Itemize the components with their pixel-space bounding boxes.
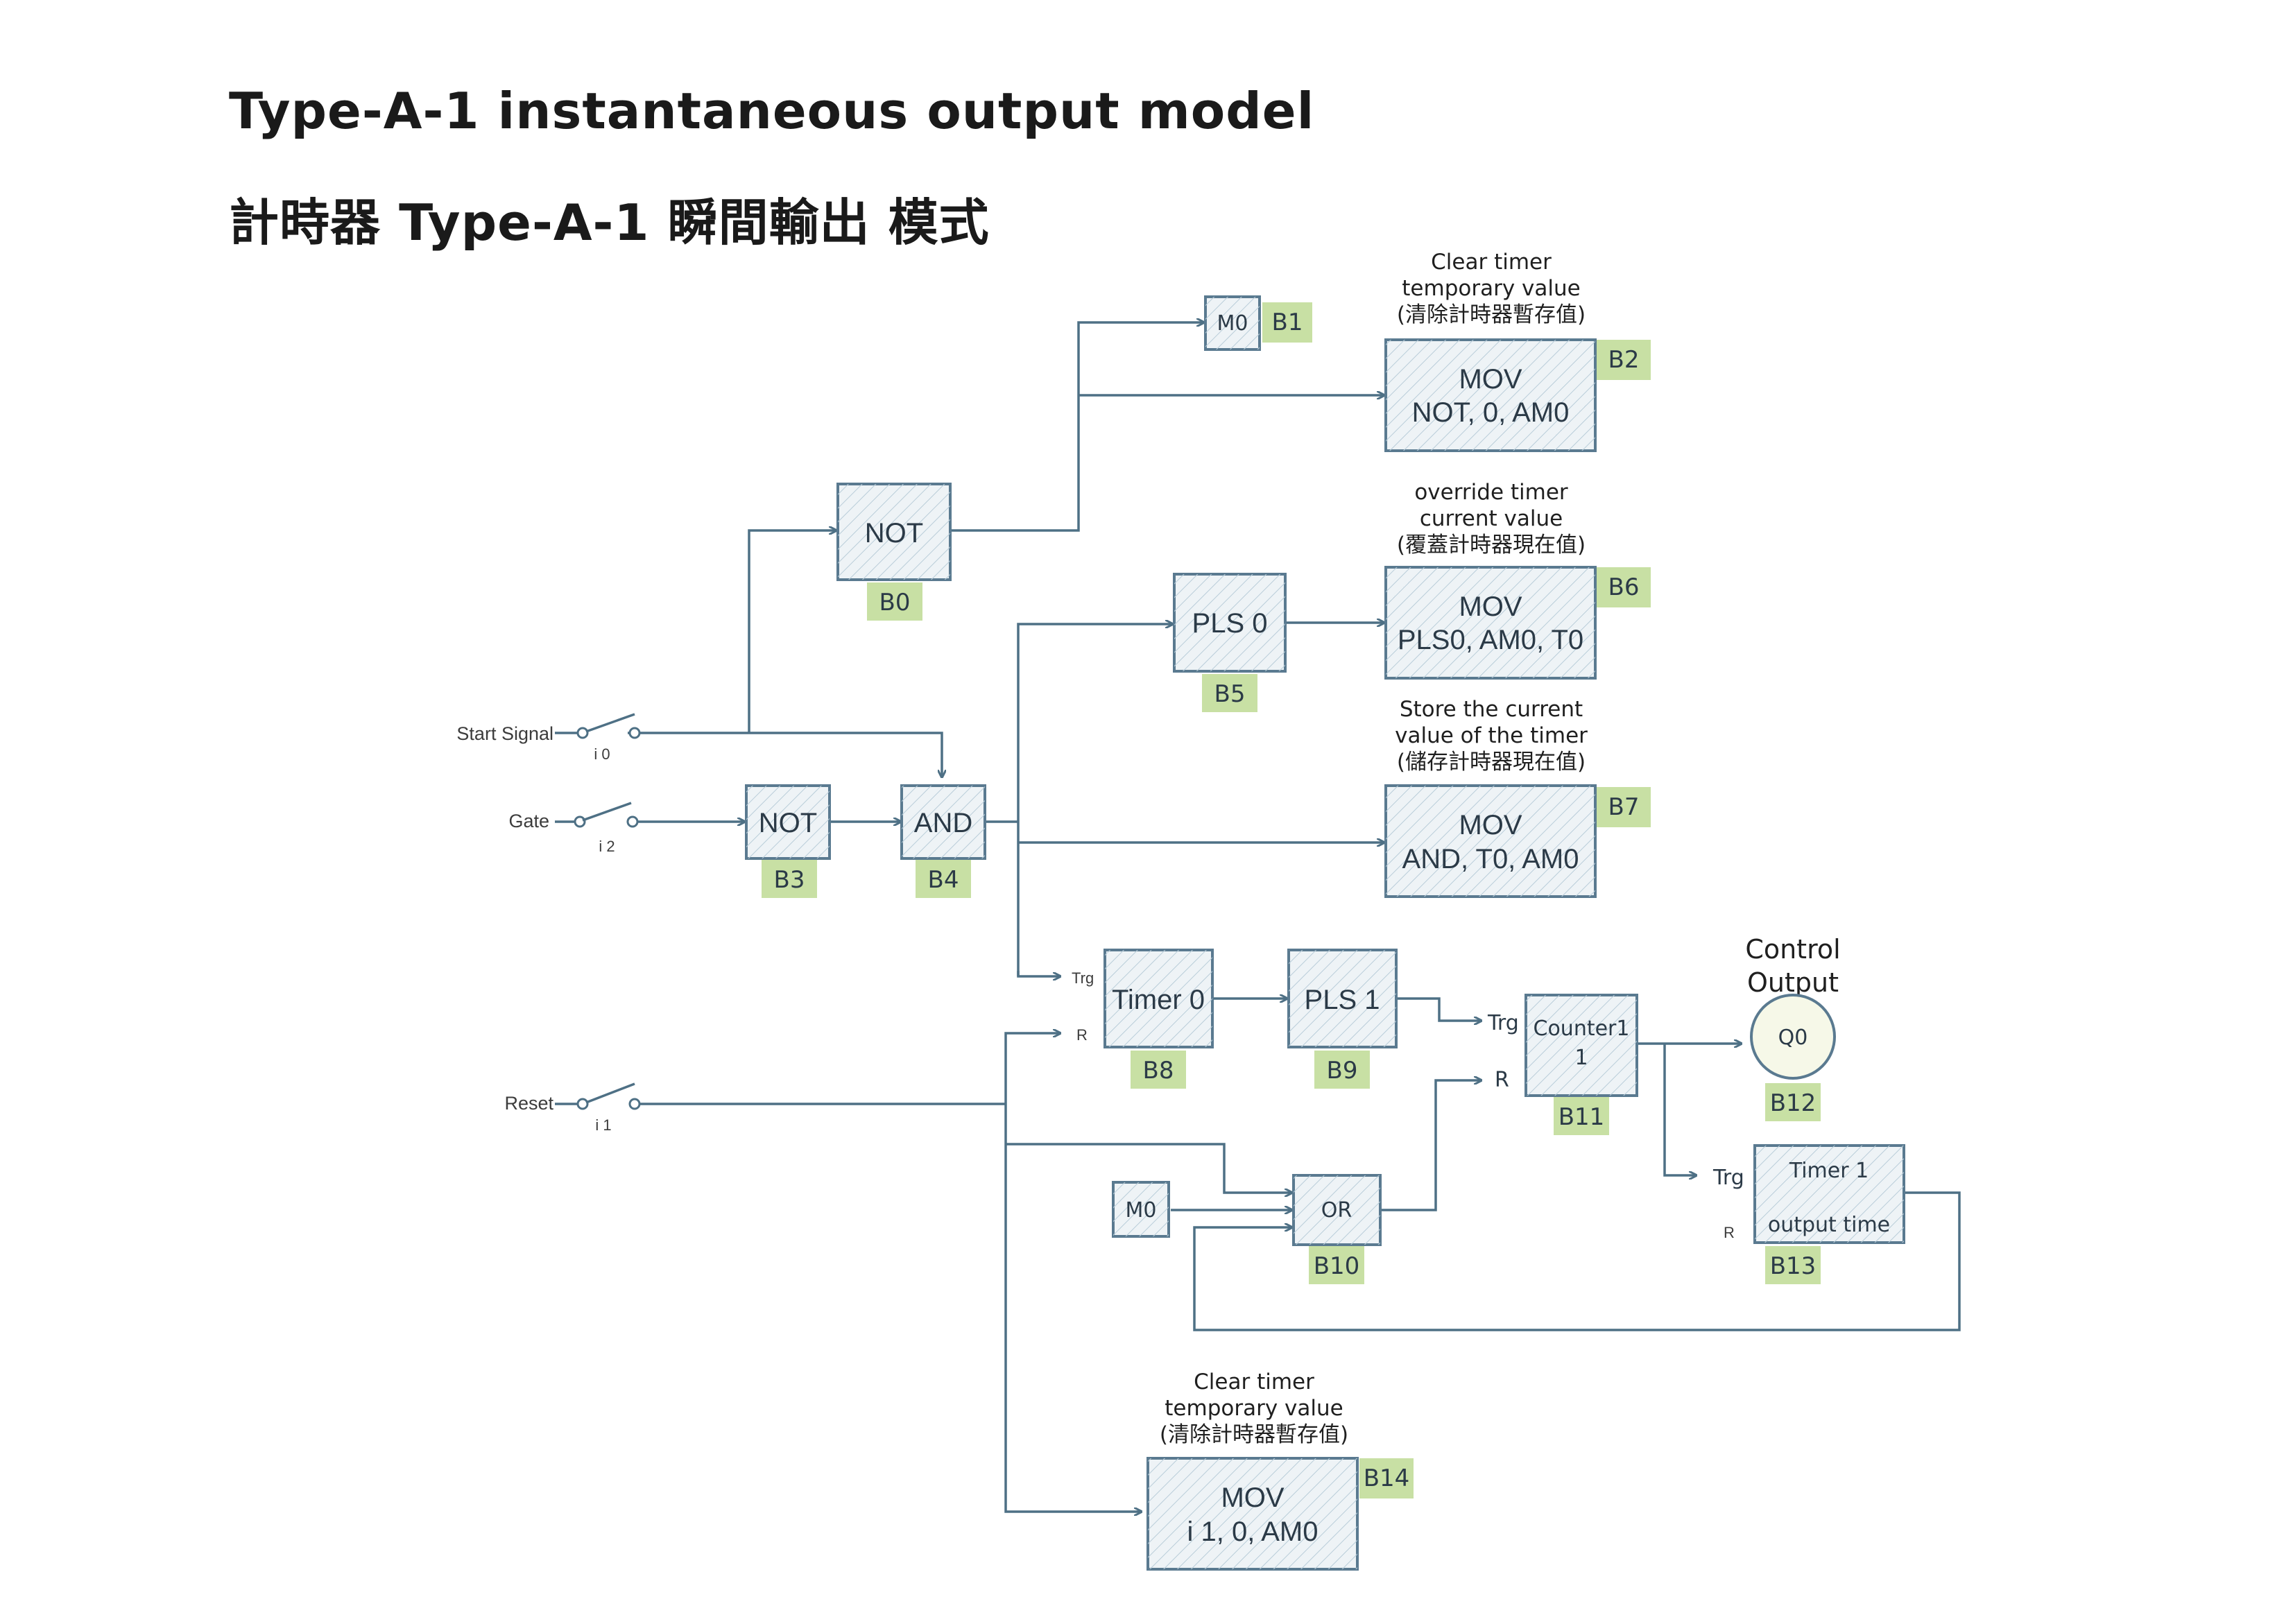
tag-b4: B4 <box>928 866 959 894</box>
block-b1-m0: M0 B1 <box>1204 295 1312 351</box>
wire-reset-down <box>1004 1104 1141 1512</box>
block-b2-mov: Clear timer temporary value (清除計時器暫存值) M… <box>1384 250 1651 452</box>
control-output-line1: Control <box>1745 934 1840 965</box>
block-b8-timer0: Trg R Timer 0 B8 <box>1072 949 1214 1089</box>
tag-b2: B2 <box>1608 346 1640 374</box>
block-b6-line2: PLS0, AM0, T0 <box>1398 625 1583 655</box>
tag-b10: B10 <box>1314 1252 1360 1280</box>
annotation-b14-line2: temporary value <box>1165 1396 1343 1421</box>
wire-b4-to-timer0 <box>1017 971 1060 976</box>
block-b14-line1: MOV <box>1221 1483 1284 1513</box>
annotation-b2-line1: Clear timer <box>1431 250 1552 275</box>
tag-b7: B7 <box>1608 793 1640 821</box>
block-b5-pls0: PLS 0 B5 <box>1173 573 1287 712</box>
block-b0-text: NOT <box>865 518 923 548</box>
tag-b13: B13 <box>1770 1252 1817 1280</box>
block-b11-line1: Counter1 <box>1534 1017 1630 1041</box>
block-b14-mov: Clear timer temporary value (清除計時器暫存值) M… <box>1146 1370 1414 1571</box>
block-b3-not: NOT B3 <box>745 784 831 898</box>
block-b6-mov: override timer current value (覆蓋計時器現在值) … <box>1384 480 1651 680</box>
block-b2-line2: NOT, 0, AM0 <box>1412 397 1570 428</box>
timer1-trg-pin: Trg <box>1712 1166 1744 1190</box>
tag-b12: B12 <box>1770 1089 1817 1117</box>
wire-start-to-not <box>748 530 836 733</box>
wire-b4-to-b5 <box>1017 624 1172 976</box>
reset-pin-label: i 1 <box>595 1116 611 1134</box>
timer1-r-pin: R <box>1724 1224 1735 1241</box>
wire-reset-up <box>1004 1033 1060 1104</box>
control-output-line2: Output <box>1747 967 1839 998</box>
block-b6-line1: MOV <box>1459 591 1522 622</box>
block-b0-not: NOT B0 <box>836 483 952 621</box>
counter-r-pin: R <box>1495 1068 1509 1092</box>
wire-or-to-counter <box>1380 1080 1481 1211</box>
tag-b1: B1 <box>1272 309 1303 336</box>
annotation-b14-line1: Clear timer <box>1194 1370 1314 1394</box>
block-b13-timer1: Trg R Timer 1 output time B13 <box>1712 1144 1905 1284</box>
block-m0-input: M0 <box>1112 1181 1170 1238</box>
wire-start-main <box>628 732 942 777</box>
start-pin-label: i 0 <box>594 745 610 763</box>
annotation-b6-line3: (覆蓋計時器現在值) <box>1397 533 1586 558</box>
timer0-trg-pin: Trg <box>1072 969 1094 987</box>
reset-label: Reset <box>504 1093 553 1114</box>
tag-b11: B11 <box>1558 1103 1605 1131</box>
tag-b9: B9 <box>1327 1057 1358 1085</box>
wire-reset-to-or <box>1006 1143 1291 1193</box>
start-signal-label: Start Signal <box>456 723 553 744</box>
block-b4-and: AND B4 <box>900 784 986 898</box>
annotation-b2-line2: temporary value <box>1402 276 1580 301</box>
counter-trg-pin: Trg <box>1487 1011 1519 1035</box>
tag-b5: B5 <box>1214 680 1246 708</box>
annotation-b2-line3: (清除計時器暫存值) <box>1397 302 1586 327</box>
annotation-b14-line3: (清除計時器暫存值) <box>1160 1422 1348 1447</box>
page-subtitle: 計時器 Type-A-1 瞬間輸出 模式 <box>229 193 990 252</box>
block-b14-line2: i 1, 0, AM0 <box>1187 1517 1319 1547</box>
wires <box>628 322 1961 1512</box>
block-b7-line1: MOV <box>1459 810 1522 840</box>
block-b7-mov: Store the current value of the timer (儲存… <box>1384 697 1651 898</box>
tag-b14: B14 <box>1364 1465 1410 1492</box>
input-start: Start Signal i 0 <box>456 713 641 763</box>
block-b2-line1: MOV <box>1459 364 1522 395</box>
wire-b0-out <box>952 322 1203 532</box>
input-reset: Reset i 1 <box>504 1082 641 1134</box>
block-b10-or: OR B10 <box>1292 1174 1382 1284</box>
block-b11-line2: 1 <box>1574 1046 1588 1070</box>
timer0-r-pin: R <box>1076 1026 1088 1044</box>
block-m0-text: M0 <box>1126 1198 1157 1223</box>
annotation-b6-line2: current value <box>1420 506 1563 531</box>
annotation-b7-line3: (儲存計時器現在值) <box>1397 750 1586 775</box>
block-b12-q0: Control Output Q0 B12 <box>1745 934 1841 1121</box>
wire-b9-b11 <box>1398 997 1481 1021</box>
input-gate: Gate i 2 <box>508 802 639 855</box>
block-b12-text: Q0 <box>1778 1026 1808 1050</box>
block-b10-text: OR <box>1321 1198 1352 1223</box>
annotation-b7-line2: value of the timer <box>1395 723 1588 748</box>
block-b9-text: PLS 1 <box>1305 985 1380 1015</box>
annotation-b6-line1: override timer <box>1414 480 1568 505</box>
wire-b11-b13 <box>1663 1044 1696 1175</box>
tag-b0: B0 <box>879 589 911 616</box>
wire-feedback <box>1193 1191 1961 1331</box>
gate-label: Gate <box>508 811 549 831</box>
block-b4-text: AND <box>914 808 972 838</box>
block-b8-text: Timer 0 <box>1112 985 1205 1015</box>
block-b3-text: NOT <box>759 808 817 838</box>
block-b13-line1: Timer 1 <box>1789 1159 1869 1183</box>
tag-b6: B6 <box>1608 573 1640 601</box>
block-b9-pls1: PLS 1 B9 <box>1287 949 1398 1089</box>
tag-b8: B8 <box>1143 1057 1174 1085</box>
block-b5-text: PLS 0 <box>1192 608 1268 639</box>
tag-b3: B3 <box>774 866 805 894</box>
block-b11-counter1: Trg R Counter1 1 B11 <box>1487 994 1638 1135</box>
block-b7-line2: AND, T0, AM0 <box>1402 844 1579 874</box>
gate-pin-label: i 2 <box>599 838 615 855</box>
block-b13-line2: output time <box>1768 1213 1890 1237</box>
annotation-b7-line1: Store the current <box>1400 697 1583 722</box>
block-b1-text: M0 <box>1217 311 1248 336</box>
page-title: Type-A-1 instantaneous output model <box>229 82 1315 140</box>
